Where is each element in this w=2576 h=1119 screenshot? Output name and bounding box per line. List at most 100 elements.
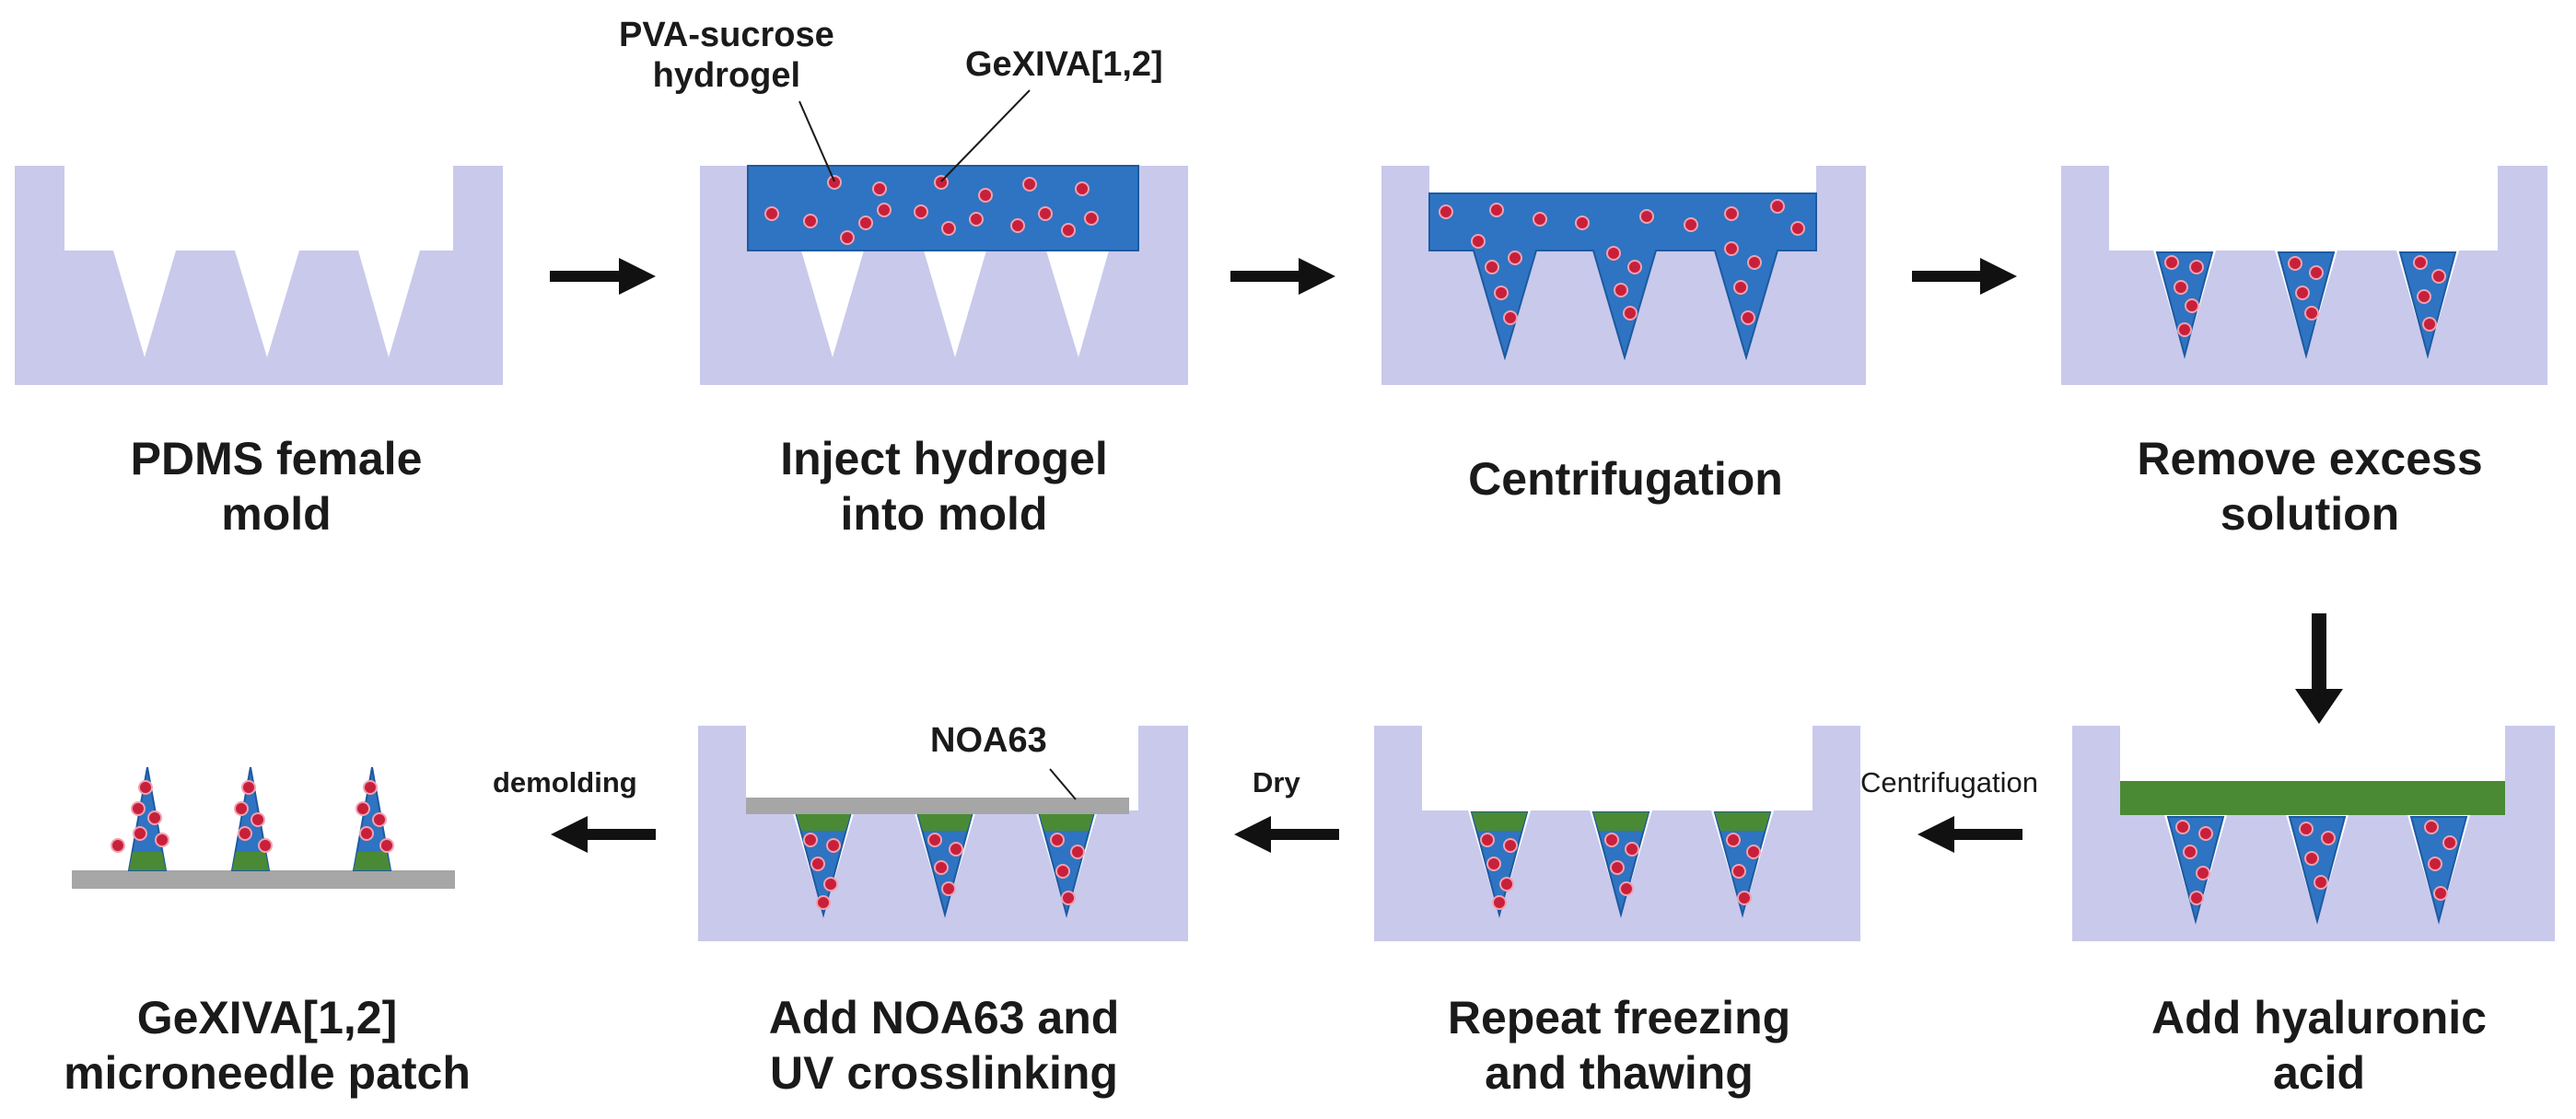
drug-particle	[941, 221, 956, 236]
mold-body	[1381, 166, 1866, 385]
drug-particle	[2189, 891, 2204, 905]
drug-particles	[803, 833, 1085, 910]
drug-particle	[238, 826, 252, 841]
drug-particle	[2442, 835, 2457, 850]
step6-label-line2: and thawing	[1485, 1047, 1754, 1099]
drug-particle	[840, 230, 855, 245]
step2-label-line1: Inject hydrogel	[780, 433, 1108, 484]
step2-label: Inject hydrogel into mold	[780, 431, 1108, 542]
step1-label-line2: mold	[221, 488, 332, 540]
drug-particle	[934, 860, 949, 875]
step1-pdms-mold	[15, 166, 503, 385]
drug-particle	[147, 810, 162, 825]
drug-particle	[2413, 255, 2428, 270]
drug-particle	[1503, 838, 1518, 853]
drug-particle	[1010, 218, 1025, 233]
hyaluronic-acid-caps	[796, 812, 1094, 831]
drug-particle	[1075, 181, 1090, 196]
drug-particle	[2321, 831, 2336, 845]
drug-particle	[1055, 864, 1070, 879]
drug-particles	[111, 780, 394, 853]
drug-particle	[1724, 206, 1739, 221]
drug-particle	[2185, 298, 2199, 313]
step8-label-line2: microneedle patch	[64, 1047, 471, 1099]
drug-particle	[2174, 280, 2188, 295]
drug-particle	[1061, 223, 1076, 238]
drug-particle	[2295, 286, 2310, 300]
drug-particle	[826, 838, 841, 853]
drug-particles	[764, 175, 1099, 245]
drug-particle	[2299, 822, 2314, 836]
step2-label-line2: into mold	[840, 488, 1048, 540]
drug-particle	[1070, 845, 1085, 859]
step6-label: Repeat freezing and thawing	[1448, 990, 1790, 1101]
drug-particle	[877, 203, 892, 217]
drug-particle	[823, 877, 838, 892]
drug-particle	[1494, 286, 1509, 300]
drug-annotation: GeXIVA[1,2]	[965, 45, 1163, 84]
step5-label-line2: acid	[2272, 1047, 2366, 1099]
arrow-step5-to-6	[1917, 816, 2022, 853]
step1-label: PDMS female mold	[131, 431, 423, 542]
drug-particle	[155, 833, 169, 847]
drug-particle	[1492, 895, 1507, 910]
drug-particle	[1575, 216, 1590, 230]
drug-particle	[2304, 851, 2319, 866]
arrow-step7-to-8	[551, 816, 656, 853]
drug-particle	[1471, 234, 1486, 249]
drug-particle	[1533, 212, 1547, 227]
drug-particle	[2424, 820, 2439, 834]
hyaluronic-acid-layer	[2120, 781, 2505, 815]
step2-inject-hydrogel	[700, 89, 1188, 385]
drug-particle	[858, 216, 873, 230]
hydrogel-annotation: PVA-sucrose hydrogel	[619, 15, 834, 96]
drug-particle	[1485, 260, 1499, 274]
drug-particle	[131, 801, 146, 816]
step7-add-noa63	[698, 726, 1188, 941]
needle-bases-hyaluronic	[129, 852, 390, 870]
drug-particle	[111, 838, 125, 853]
drug-particle	[1623, 306, 1638, 321]
drug-particle	[872, 181, 887, 196]
step7-label: Add NOA63 and UV crosslinking	[769, 990, 1120, 1101]
drug-particle	[2189, 260, 2204, 274]
drug-particle	[241, 780, 256, 795]
drug-particle	[1625, 842, 1639, 857]
hydrogel-annotation-line1: PVA-sucrose	[619, 16, 834, 54]
drug-particle	[234, 801, 249, 816]
drug-particle	[803, 214, 818, 228]
drug-particle	[2431, 269, 2446, 284]
drug-particle	[764, 206, 779, 221]
drug-particle	[1619, 881, 1634, 896]
drug-particles	[1480, 833, 1761, 910]
drug-particle	[949, 842, 963, 857]
drug-particle	[1084, 211, 1099, 226]
mold-body	[1374, 726, 1860, 941]
drug-particle	[1061, 891, 1076, 905]
step6-freeze-thaw	[1374, 726, 1860, 941]
drug-particle	[2422, 317, 2437, 332]
step5-label-line1: Add hyaluronic	[2151, 992, 2487, 1043]
drug-particle	[1731, 864, 1746, 879]
step6-label-line1: Repeat freezing	[1447, 992, 1791, 1043]
drug-particle	[1724, 241, 1739, 256]
drug-particle	[138, 780, 153, 795]
mold-body	[698, 726, 1188, 941]
drug-particle	[1747, 255, 1762, 270]
drug-particle	[356, 801, 370, 816]
drug-particle	[1038, 206, 1053, 221]
noa63-layer	[746, 798, 1129, 814]
drug-particle	[2304, 306, 2319, 321]
noa63-annotation: NOA63	[930, 721, 1047, 760]
drug-particle	[251, 812, 265, 827]
step3-label: Centrifugation	[1468, 451, 1783, 507]
drug-particle	[2314, 875, 2328, 890]
drug-particles	[2164, 255, 2446, 337]
drug-particle	[1489, 203, 1504, 217]
hydrogel-annotation-line2: hydrogel	[652, 56, 801, 95]
step8-label-line1: GeXIVA[1,2]	[136, 992, 398, 1043]
step4-label: Remove excess solution	[2137, 431, 2482, 542]
drug-particle	[1726, 833, 1741, 847]
